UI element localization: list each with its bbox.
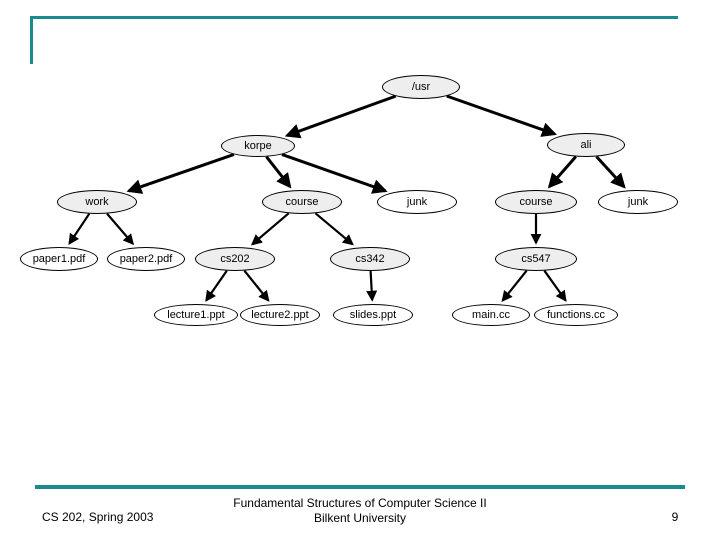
tree-node-label: junk	[627, 195, 649, 208]
tree-node-usr[interactable]: /usr	[382, 75, 460, 99]
top-accent-horizontal-rule	[30, 16, 678, 19]
tree-node-slides[interactable]: slides.ppt	[333, 304, 413, 326]
tree-edge	[284, 94, 397, 139]
tree-node-label: slides.ppt	[349, 308, 397, 321]
tree-edge	[314, 212, 354, 246]
tree-node-label: /usr	[411, 80, 431, 93]
tree-node-course-k[interactable]: course	[262, 190, 342, 214]
tree-edge	[543, 270, 567, 302]
tree-edge	[595, 155, 626, 189]
footer-course-label: CS 202, Spring 2003	[42, 510, 154, 524]
footer-page-number: 9	[671, 510, 679, 524]
tree-node-label: ali	[580, 138, 592, 151]
bottom-accent-horizontal-rule	[35, 485, 685, 489]
tree-node-label: work	[85, 195, 109, 208]
tree-edge	[265, 155, 292, 189]
tree-node-functions[interactable]: functions.cc	[534, 304, 618, 326]
footer-university: Bilkent University	[313, 511, 407, 525]
tree-edge	[366, 270, 378, 302]
tree-node-label: cs342	[355, 252, 385, 265]
tree-edge	[446, 94, 557, 137]
tree-node-label: course	[285, 195, 319, 208]
tree-node-work[interactable]: work	[57, 190, 137, 214]
tree-edge	[547, 155, 577, 189]
tree-node-label: paper1.pdf	[32, 252, 86, 265]
top-accent-vertical-rule	[30, 16, 33, 64]
tree-edge	[501, 270, 528, 302]
tree-node-label: korpe	[244, 139, 272, 152]
tree-edges-layer	[68, 94, 626, 302]
footer-institution-block: Fundamental Structures of Computer Scien…	[0, 496, 720, 526]
tree-node-course-a[interactable]: course	[495, 190, 577, 214]
tree-node-label: course	[519, 195, 553, 208]
tree-edge	[68, 213, 91, 245]
tree-node-label: cs202	[220, 252, 250, 265]
tree-node-main[interactable]: main.cc	[452, 304, 530, 326]
tree-node-cs202[interactable]: cs202	[195, 247, 275, 271]
tree-edge	[250, 212, 290, 246]
tree-node-label: paper2.pdf	[119, 252, 173, 265]
tree-node-ali[interactable]: ali	[547, 133, 625, 157]
tree-node-korpe[interactable]: korpe	[221, 135, 295, 157]
tree-node-junk-a[interactable]: junk	[598, 190, 678, 214]
tree-node-label: main.cc	[472, 308, 510, 321]
tree-edge	[106, 212, 135, 246]
tree-node-label: lecture1.ppt	[167, 308, 225, 321]
tree-node-label: lecture2.ppt	[251, 308, 309, 321]
tree-node-paper2[interactable]: paper2.pdf	[107, 247, 185, 271]
tree-edge	[243, 270, 270, 302]
tree-node-paper1[interactable]: paper1.pdf	[20, 247, 98, 271]
tree-node-cs547[interactable]: cs547	[495, 247, 577, 271]
tree-node-label: cs547	[521, 252, 551, 265]
tree-node-lecture2[interactable]: lecture2.ppt	[240, 304, 320, 326]
directory-tree-diagram: /usr korpe ali work course junk course junk pape…	[20, 75, 678, 326]
tree-node-cs342[interactable]: cs342	[330, 247, 410, 271]
tree-edge	[205, 270, 228, 302]
tree-node-junk-k[interactable]: junk	[377, 190, 457, 214]
tree-edge	[281, 152, 388, 194]
tree-node-lecture1[interactable]: lecture1.ppt	[154, 304, 238, 326]
tree-edge	[126, 152, 235, 194]
footer-course-title: Fundamental Structures of Computer Scien…	[233, 496, 487, 510]
tree-node-label: functions.cc	[546, 308, 606, 321]
tree-node-label: junk	[406, 195, 428, 208]
